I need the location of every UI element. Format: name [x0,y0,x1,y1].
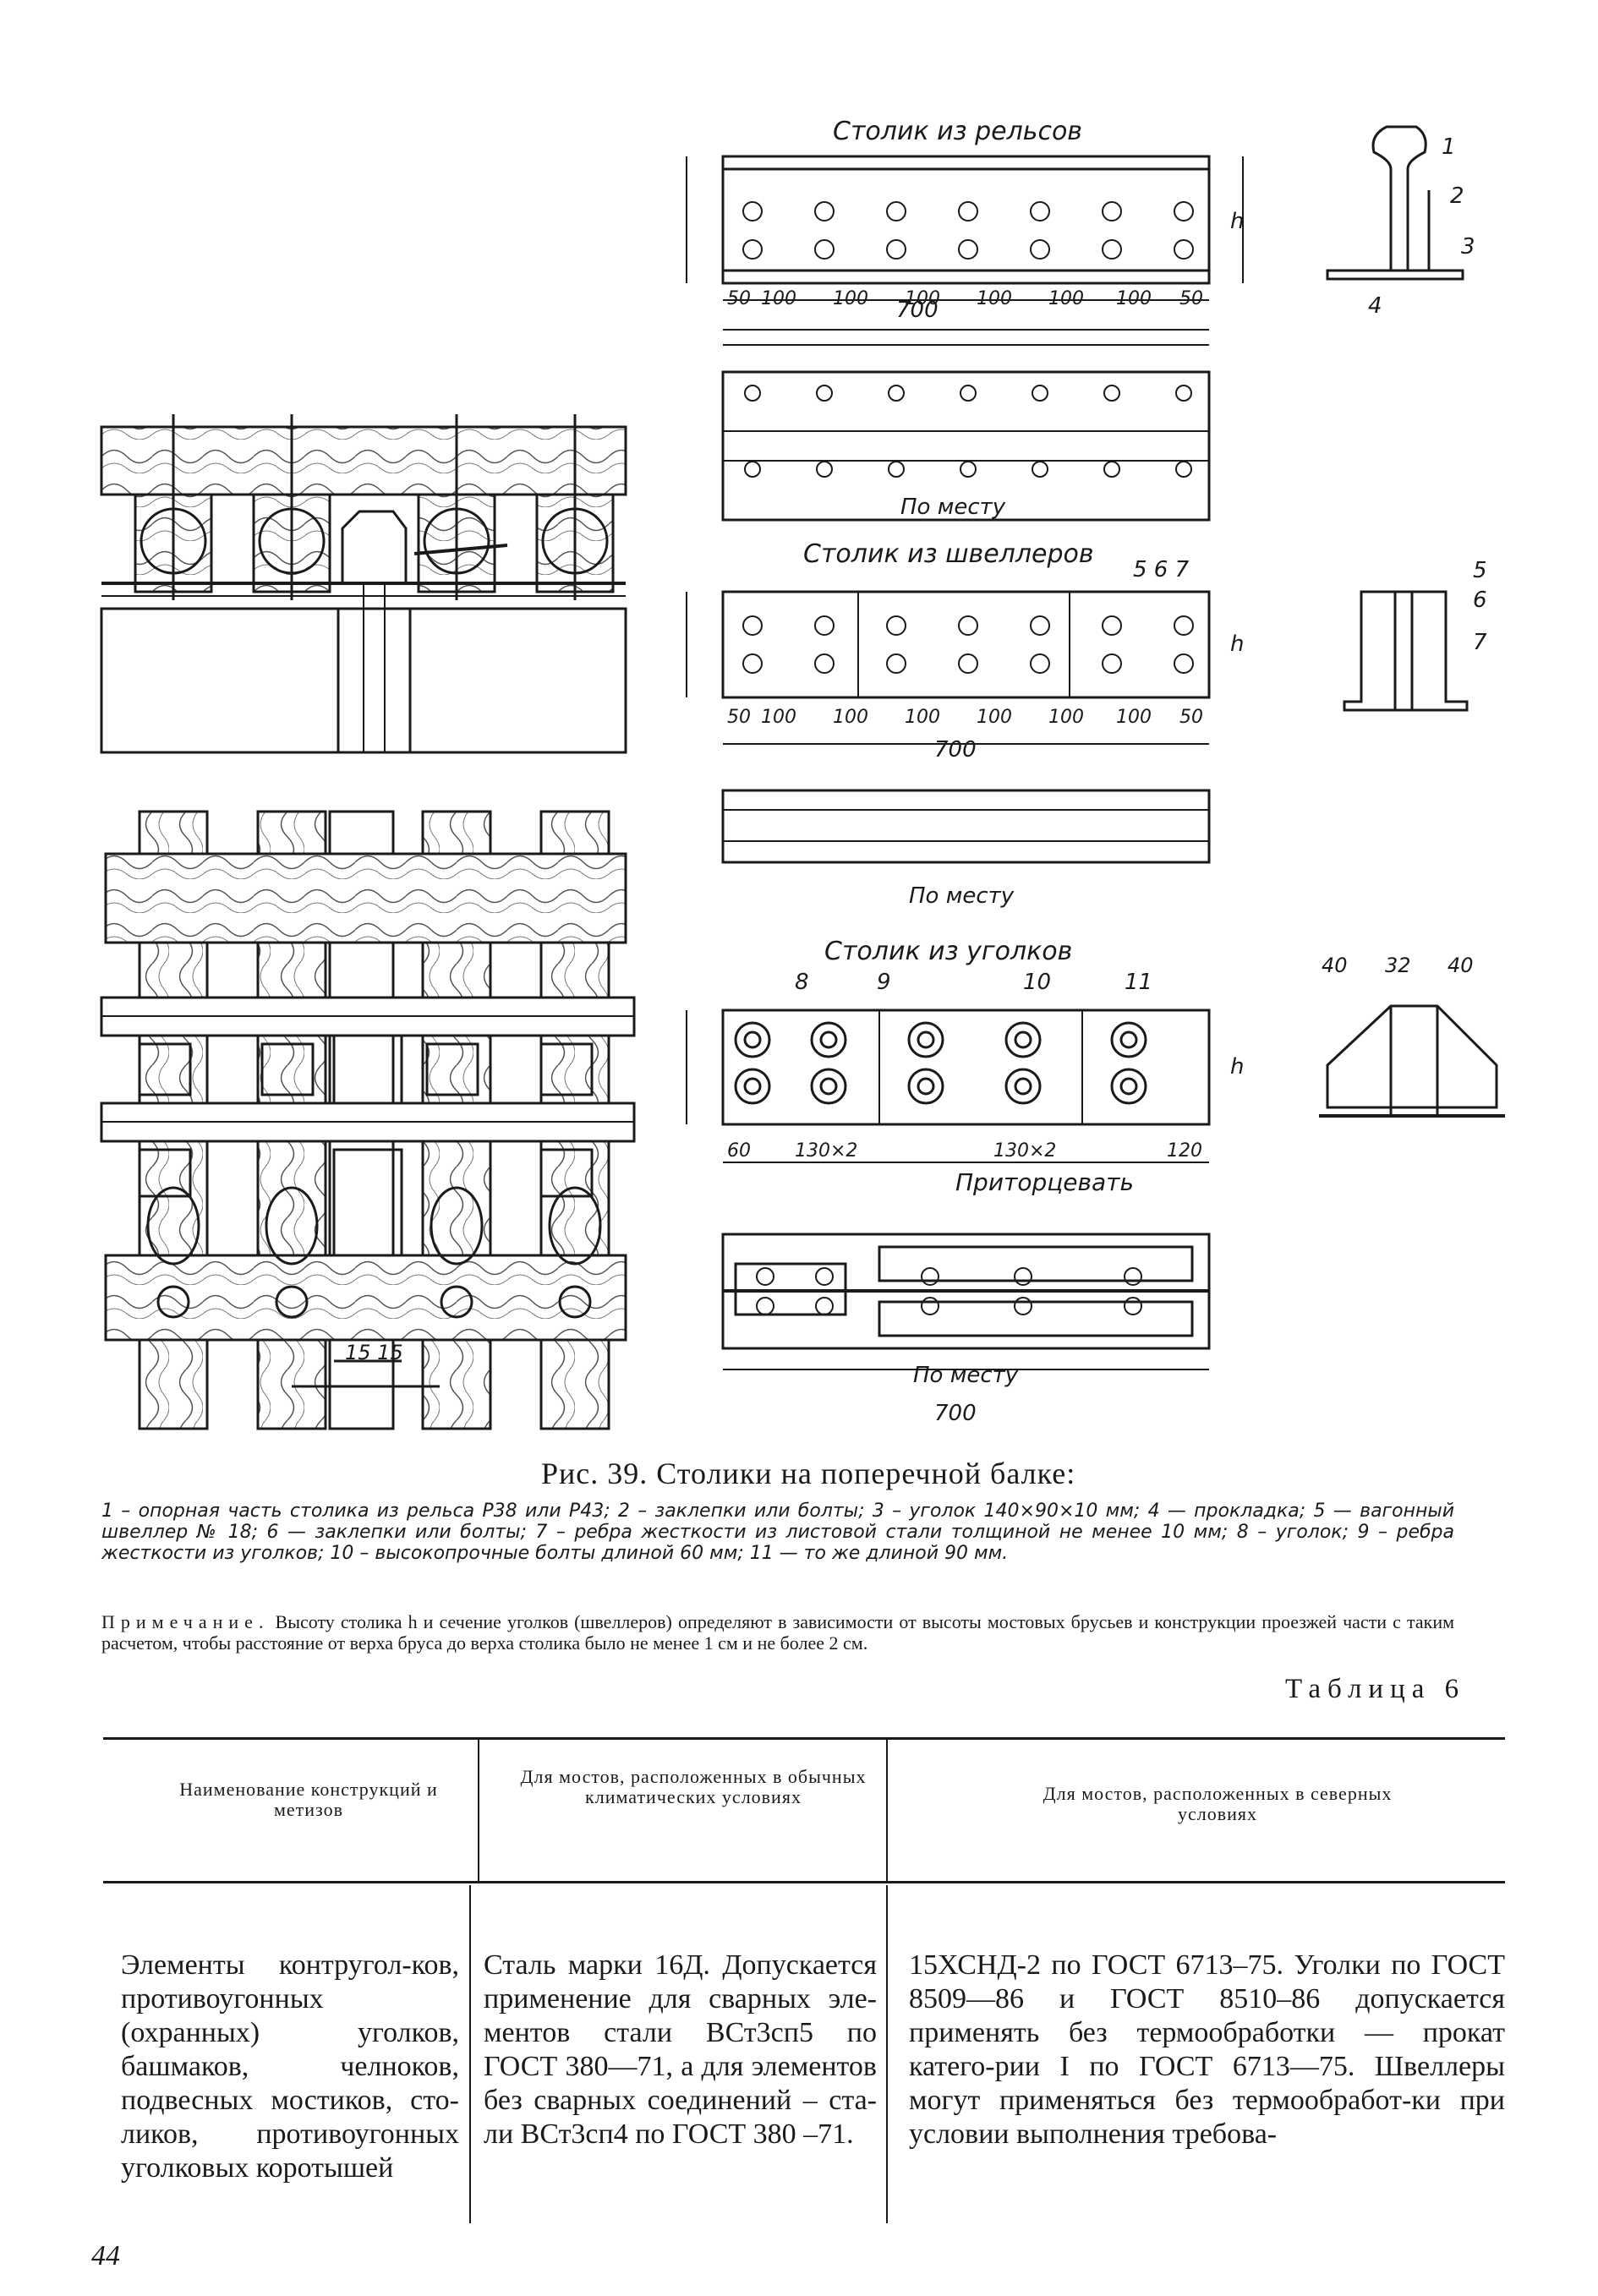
callout-3: 3 [1461,234,1475,260]
dim-channel-100-d: 100 [977,707,1012,728]
channel-table-elevation [721,590,1211,699]
dim-15-15: 15 15 [345,1341,403,1364]
dim-rail-700: 700 [896,298,939,323]
table-header-rule [103,1881,1505,1883]
channel-section [1343,590,1469,712]
note-label: Примечание. [101,1611,270,1632]
angle-section [1319,1004,1505,1118]
dim-rail-100-a: 100 [761,288,796,309]
po-mestu-angle: По месту [913,1363,1019,1388]
angle-table-elevation [721,1009,1211,1126]
table-cell-north-text: 15ХСНД-2 по ГОСТ 6713–75. Уголки по ГОСТ… [909,1949,1505,2150]
dim-channel-700: 700 [934,737,977,763]
table-cell-north: 15ХСНД-2 по ГОСТ 6713–75. Уголки по ГОСТ… [909,1949,1505,2151]
rail-section [1326,125,1464,281]
dim-rail-100-b: 100 [833,288,868,309]
dim-angle-120: 120 [1167,1140,1202,1162]
dim-channel-100-f: 100 [1116,707,1152,728]
table-body-divider-2 [886,1885,888,2223]
callout-8: 8 [795,970,809,995]
table-top-rule [103,1737,1505,1740]
dim-rail-50-left: 50 [727,288,751,309]
note-text: Высоту столика h и сечение уголков (швел… [101,1611,1455,1654]
dim-angle-700: 700 [934,1401,977,1426]
channel-table-title: Столик из швеллеров [803,539,1094,569]
figure-note: Примечание. Высоту столика h и сечение у… [101,1611,1454,1654]
po-mestu-channel: По месту [909,883,1015,909]
table-cell-name-text: Элементы контругол-ков, противоугонных (… [121,1949,459,2184]
po-mestu-rail: По месту [900,495,1006,520]
channel-table-plan [721,789,1211,864]
elevation-view [100,414,627,754]
angle-table-title: Столик из уголков [824,937,1072,966]
rail-table-title: Столик из рельсов [833,117,1082,146]
dim-angle-60: 60 [727,1140,751,1162]
callout-9: 9 [877,970,891,995]
callout-5-6-7-row: 5 6 7 [1133,557,1190,582]
dim-angle-130x2-b: 130×2 [993,1140,1056,1162]
dimension-lines [686,156,1209,1370]
callout-2: 2 [1450,183,1464,209]
figure-caption: Рис. 39. Столики на поперечной балке: [541,1457,1076,1490]
dim-channel-50-left: 50 [727,707,751,728]
rail-table-plan [721,370,1211,522]
table-header-normal: Для мостов, расположенных в обычных клим… [520,1766,867,1807]
table-header-north: Для мостов, расположенных в северных усл… [1043,1783,1393,1824]
table-number: Таблица 6 [1285,1674,1466,1704]
rail-table-elevation [721,155,1244,346]
angle-table-plan [721,1233,1211,1350]
table-header-divider-2 [886,1740,888,1882]
callout-7: 7 [1473,630,1487,655]
h-rail: h [1230,209,1244,234]
dim-rail-100-c: 100 [905,288,940,309]
table-header-name: Наименование конструкций и метизов [179,1779,438,1820]
callout-6: 6 [1473,588,1487,613]
callout-11: 11 [1125,970,1152,995]
table-cell-normal: Сталь марки 16Д. Допускается применение … [484,1949,877,2151]
callout-4: 4 [1368,293,1382,319]
dim-channel-100-b: 100 [833,707,868,728]
dim-32: 32 [1385,954,1411,977]
dim-40-left: 40 [1322,954,1348,977]
dim-channel-50-right: 50 [1179,707,1203,728]
figure-39-drawing: 15 15 [100,117,1505,1430]
dim-channel-100-a: 100 [761,707,796,728]
dim-rail-100-e: 100 [1048,288,1084,309]
h-channel: h [1230,631,1244,657]
dim-angle-130x2-a: 130×2 [795,1140,857,1162]
callout-10: 10 [1023,970,1051,995]
dim-rail-50-right: 50 [1179,288,1203,309]
table-cell-normal-text: Сталь марки 16Д. Допускается применение … [484,1949,877,2150]
dim-rail-100-f: 100 [1116,288,1152,309]
table-cell-name: Элементы контругол-ков, противоугонных (… [121,1949,459,2185]
dim-rail-100-d: 100 [977,288,1012,309]
callout-1: 1 [1442,134,1456,160]
dim-40-right: 40 [1448,954,1474,977]
plan-view [100,810,636,1430]
dim-channel-100-e: 100 [1048,707,1084,728]
callout-5: 5 [1473,558,1487,583]
h-angle: h [1230,1054,1244,1080]
table-body-divider-1 [469,1885,471,2223]
figure-legend: 1 – опорная часть столика из рельса Р38 … [101,1501,1454,1564]
pritortsevat-label: Приторцевать [955,1168,1134,1196]
dim-channel-100-c: 100 [905,707,940,728]
page-number: 44 [91,2240,120,2271]
table-header-divider-1 [478,1740,479,1882]
